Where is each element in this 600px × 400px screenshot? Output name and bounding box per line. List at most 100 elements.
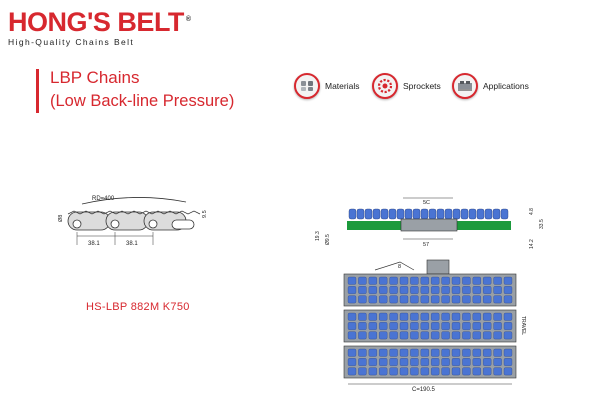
roller: [388, 208, 397, 220]
roller: [503, 358, 513, 366]
roller: [444, 208, 453, 220]
roller: [472, 358, 481, 366]
roller: [436, 208, 445, 220]
roller: [358, 331, 367, 340]
roller: [441, 358, 450, 366]
roller: [420, 358, 429, 366]
roller: [356, 208, 365, 220]
roller: [379, 286, 388, 294]
nav-sprockets[interactable]: Sprockets: [372, 73, 441, 99]
pitch-left-label: 38.1: [88, 241, 100, 247]
roller: [462, 295, 471, 304]
roller: [399, 295, 409, 304]
roller: [420, 331, 429, 340]
roller: [372, 208, 381, 220]
width-c-label: C=190.5: [412, 387, 436, 393]
roller: [389, 276, 398, 285]
roller: [404, 208, 413, 220]
roller: [399, 276, 409, 285]
roller: [503, 286, 513, 294]
roller: [379, 322, 388, 330]
roller: [493, 331, 502, 340]
roller: [347, 312, 357, 321]
roller: [472, 312, 481, 321]
roller: [379, 295, 388, 304]
roller: [493, 286, 502, 294]
roller: [420, 312, 429, 321]
nav-applications[interactable]: Applications: [452, 73, 529, 99]
roller: [441, 286, 450, 294]
right-dim-1: 4.8: [529, 208, 535, 215]
angle-label: 8: [398, 264, 401, 270]
nav-materials[interactable]: Materials: [294, 73, 359, 99]
right-dim-3: 14.2: [529, 239, 535, 249]
roller: [431, 348, 440, 357]
roller: [476, 208, 485, 220]
roller: [399, 322, 409, 330]
roller: [431, 312, 440, 321]
radius-arc: [81, 197, 187, 205]
roller: [379, 312, 388, 321]
logo-wordmark: HONG'S BELT®: [8, 6, 198, 36]
roller: [389, 358, 398, 366]
roller: [468, 208, 477, 220]
roller: [462, 358, 471, 366]
registered-mark: ®: [185, 16, 191, 23]
roller: [451, 348, 461, 357]
roller: [462, 367, 471, 376]
applications-icon: [452, 73, 478, 99]
roller: [420, 276, 429, 285]
roller: [399, 331, 409, 340]
roller: [348, 208, 357, 220]
rd-label: RD=400: [92, 196, 115, 202]
left-dim-2: Ø9.5: [325, 234, 331, 245]
roller: [368, 286, 377, 294]
title-accent-bar: [36, 69, 39, 113]
roller: [441, 322, 450, 330]
brand-name: HONG'S BELT: [8, 7, 184, 37]
roller: [431, 331, 440, 340]
roller: [368, 295, 377, 304]
roller: [493, 348, 502, 357]
center-link: [400, 218, 458, 232]
roller: [462, 348, 471, 357]
front-rollers: [348, 208, 509, 220]
roller: [420, 295, 429, 304]
roller: [368, 358, 377, 366]
roller: [399, 286, 409, 294]
roller: [493, 276, 502, 285]
chain-links: [67, 210, 201, 231]
roller: [483, 276, 492, 285]
roller: [347, 367, 357, 376]
roller: [347, 331, 357, 340]
left-dim-1: 19.3: [315, 231, 321, 241]
roller: [412, 208, 421, 220]
roller: [358, 286, 367, 294]
sprocket-icon: [372, 73, 398, 99]
roller: [410, 331, 419, 340]
top-view-drawing: 8 C=190.5 TRAVEL: [343, 259, 526, 393]
roller: [389, 312, 398, 321]
width-bottom-label: 57: [423, 242, 429, 248]
roller: [420, 286, 429, 294]
roller: [358, 295, 367, 304]
roller: [379, 331, 388, 340]
roller: [379, 358, 388, 366]
roller: [399, 367, 409, 376]
roller: [431, 367, 440, 376]
roller: [431, 295, 440, 304]
roller: [472, 348, 481, 357]
roller-rows: [343, 273, 517, 379]
materials-icon: [294, 73, 320, 99]
roller: [399, 358, 409, 366]
brand-logo[interactable]: HONG'S BELT® High-Quality Chains Belt: [8, 6, 198, 47]
roller: [483, 312, 492, 321]
roller: [420, 348, 429, 357]
roller: [410, 286, 419, 294]
roller: [483, 348, 492, 357]
roller: [500, 208, 509, 220]
roller: [451, 358, 461, 366]
roller: [472, 331, 481, 340]
roller: [451, 322, 461, 330]
roller: [462, 322, 471, 330]
